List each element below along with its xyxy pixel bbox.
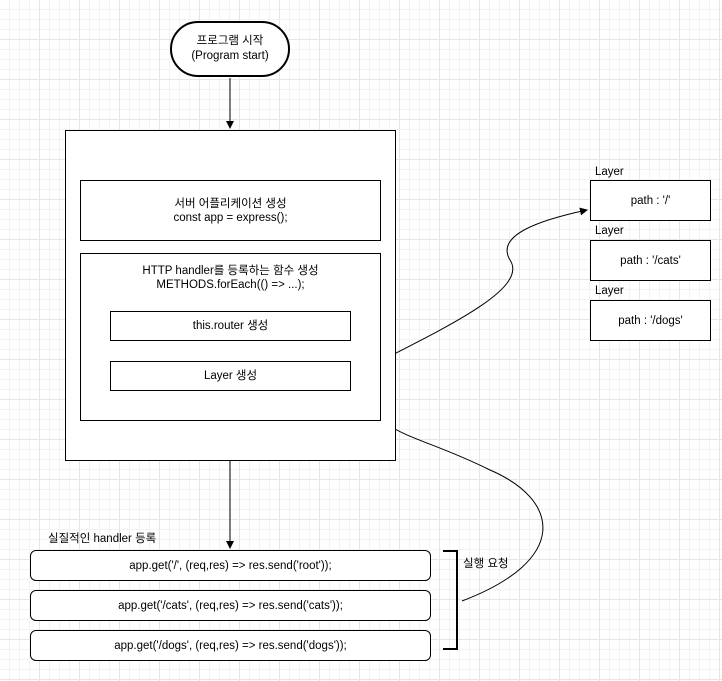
layer-create-label: Layer 생성 xyxy=(203,370,258,382)
router-create-box: this.router 생성 xyxy=(110,311,351,341)
layer-path-1: path : '/cats' xyxy=(620,254,681,267)
handler-code-0: app.get('/', (req,res) => res.send('root… xyxy=(129,559,332,572)
handler-box-0: app.get('/', (req,res) => res.send('root… xyxy=(30,550,431,581)
handlers-title: 실질적인 handler 등록 xyxy=(48,533,157,545)
layer-title-1: Layer xyxy=(595,225,624,237)
program-start-line2: (Program start) xyxy=(191,50,269,62)
layer-box-0: path : '/' xyxy=(590,180,711,221)
router-create-label: this.router 생성 xyxy=(192,320,269,332)
layer-path-2: path : '/dogs' xyxy=(618,314,683,327)
http-handler-line1: HTTP handler를 등록하는 함수 생성 xyxy=(142,265,319,277)
create-app-box: 서버 어플리케이션 생성 const app = express(); xyxy=(80,180,381,241)
handler-box-1: app.get('/cats', (req,res) => res.send('… xyxy=(30,590,431,621)
program-start-line1: 프로그램 시작 xyxy=(196,35,264,47)
request-label: 실행 요청 xyxy=(463,558,509,570)
layer-box-2: path : '/dogs' xyxy=(590,300,711,341)
layer-path-0: path : '/' xyxy=(630,194,671,207)
layer-box-1: path : '/cats' xyxy=(590,240,711,281)
http-handler-line2: METHODS.forEach(() => ...); xyxy=(156,279,305,291)
handlers-bracket xyxy=(443,550,458,650)
handler-code-2: app.get('/dogs', (req,res) => res.send('… xyxy=(114,639,347,652)
handler-box-2: app.get('/dogs', (req,res) => res.send('… xyxy=(30,630,431,661)
layer-title-2: Layer xyxy=(595,285,624,297)
create-app-line1: 서버 어플리케이션 생성 xyxy=(174,197,287,210)
program-start-node: 프로그램 시작 (Program start) xyxy=(170,21,290,77)
layer-create-box: Layer 생성 xyxy=(110,361,351,391)
layer-title-0: Layer xyxy=(595,166,624,178)
create-app-line2: const app = express(); xyxy=(173,211,288,224)
handler-code-1: app.get('/cats', (req,res) => res.send('… xyxy=(118,599,343,612)
